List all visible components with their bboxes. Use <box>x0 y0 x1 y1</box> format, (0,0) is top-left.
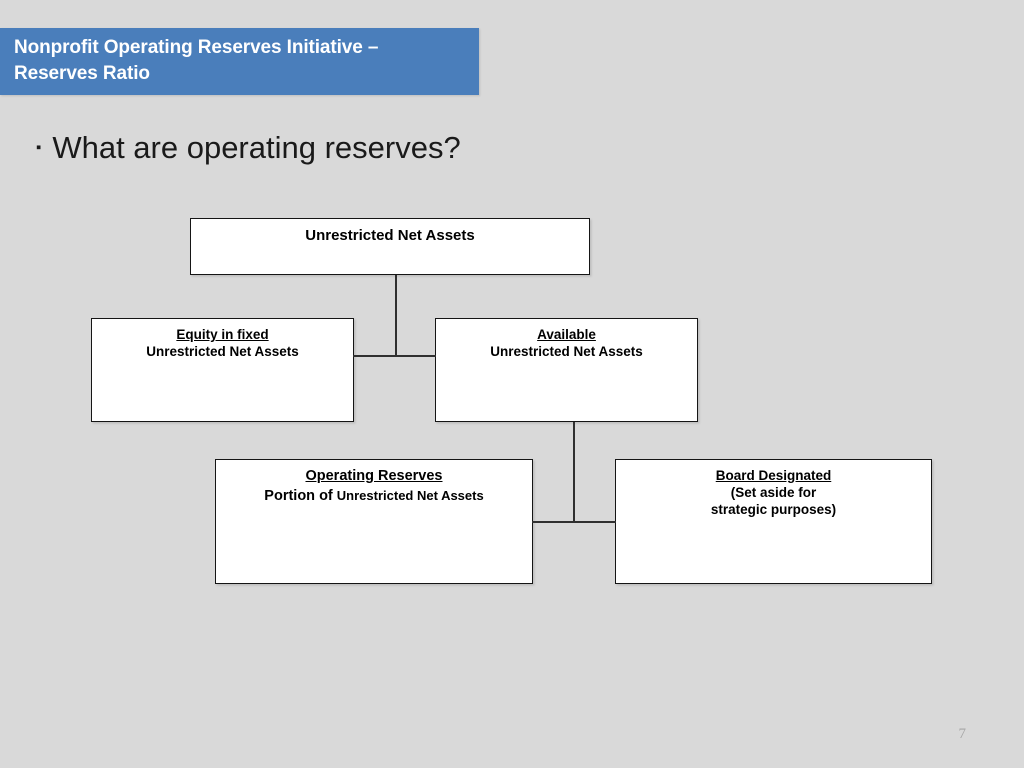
slide-title-banner: Nonprofit Operating Reserves Initiative … <box>0 28 479 95</box>
node-board-designated-line-2: (Set aside for <box>730 485 817 500</box>
node-available-line-2: Unrestricted Net Assets <box>490 344 643 359</box>
node-board-designated-line-1: Board Designated <box>715 468 832 483</box>
page-number: 7 <box>958 726 967 742</box>
node-equity-in-fixed-line-2: Unrestricted Net Assets <box>146 344 299 359</box>
node-operating-reserves-line-2: Portion of Unrestricted Net Assets <box>216 486 532 506</box>
node-available-line-1: Available <box>537 327 596 342</box>
connector-unrestricted-to-children <box>395 275 397 356</box>
node-unrestricted-net-assets-line-1: Unrestricted Net Assets <box>305 227 475 244</box>
connector-available-to-children <box>573 422 575 522</box>
node-equity-in-fixed-line-1: Equity in fixed <box>176 327 269 342</box>
bullet-item-label: What are operating reserves? <box>52 130 461 165</box>
node-board-designated-line-3: strategic purposes) <box>710 502 837 517</box>
node-operating-reserves-line-2-rest: Unrestricted Net Assets <box>336 488 484 503</box>
node-unrestricted-net-assets: Unrestricted Net Assets <box>190 218 590 275</box>
node-equity-in-fixed: Equity in fixed Unrestricted Net Assets <box>91 318 354 422</box>
bullet-item: ▪ What are operating reserves? <box>36 126 461 170</box>
node-operating-reserves-line-1: Operating Reserves <box>305 468 443 484</box>
node-available-unrestricted-net-assets: Available Unrestricted Net Assets <box>435 318 698 422</box>
connector-equity-to-available <box>353 355 436 357</box>
square-bullet-icon: ▪ <box>36 139 42 156</box>
slide-title-line-2: Reserves Ratio <box>14 63 150 84</box>
connector-reserves-to-board-designated <box>532 521 616 523</box>
node-operating-reserves-line-2-lead: Portion of <box>264 488 337 504</box>
slide-title-line-1: Nonprofit Operating Reserves Initiative … <box>14 37 379 58</box>
node-operating-reserves: Operating Reserves Portion of Unrestrict… <box>215 459 533 584</box>
node-board-designated: Board Designated (Set aside for strategi… <box>615 459 932 584</box>
